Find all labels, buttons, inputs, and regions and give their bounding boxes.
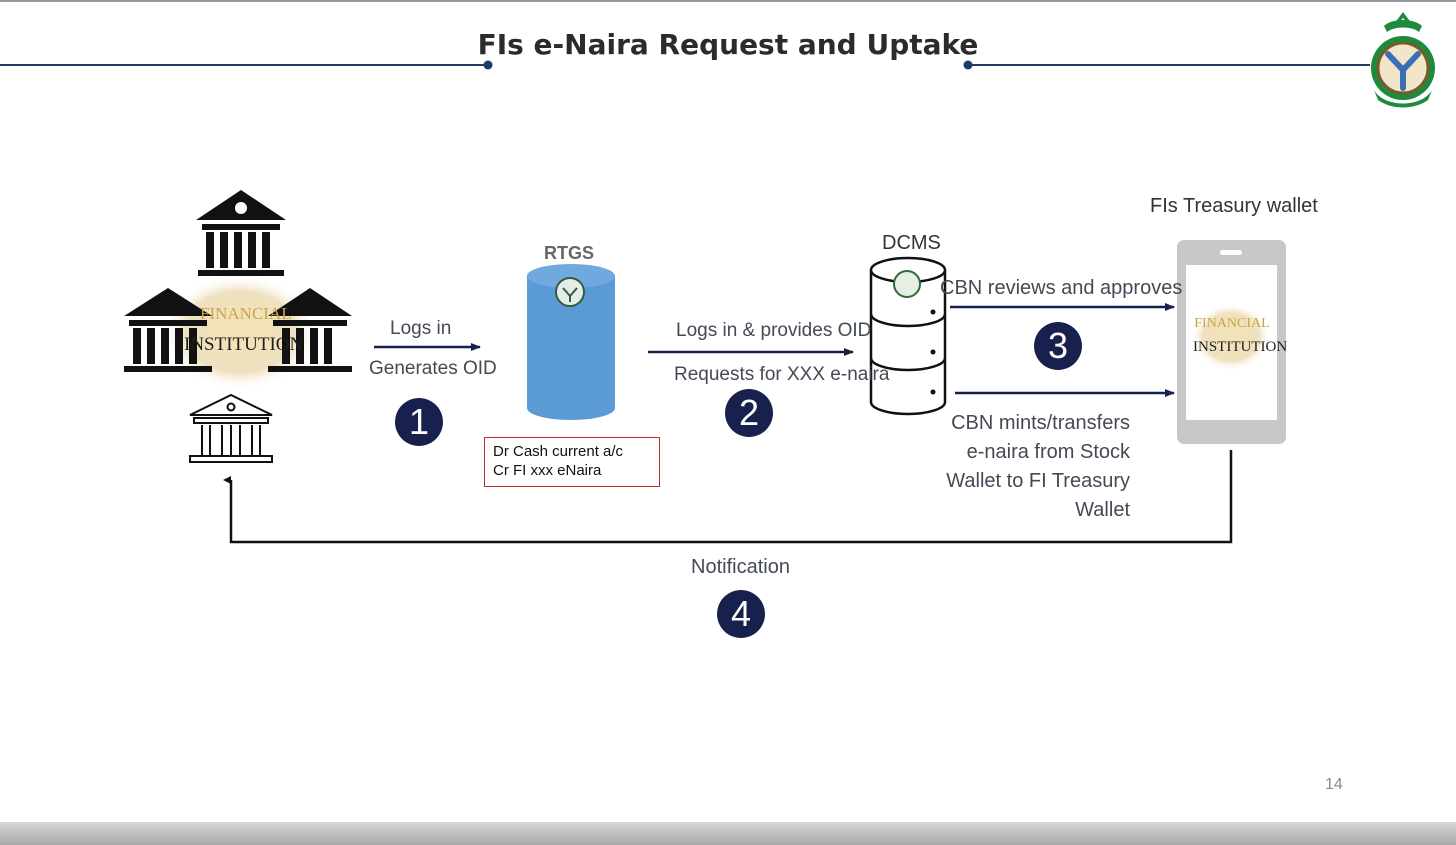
bank-building-icon — [189, 393, 273, 463]
bottom-bar — [0, 822, 1456, 845]
fi-cluster-label-top: FINANCIAL — [200, 304, 292, 323]
step-1-label-bottom: Generates OID — [369, 358, 497, 379]
step-3-badge: 3 — [1034, 322, 1082, 370]
bank-building-icon — [196, 190, 286, 276]
arrow-notification — [223, 450, 1233, 544]
step-1-badge: 1 — [395, 398, 443, 446]
wallet-label-top: FINANCIAL — [1194, 316, 1270, 331]
step-3-label: CBN reviews and approves — [940, 277, 1183, 299]
dcms-label: DCMS — [882, 232, 941, 254]
step-1-label-top: Logs in — [390, 318, 452, 339]
bank-building-icon — [268, 288, 352, 372]
header-decoration — [0, 60, 1370, 70]
step-4-label: Notification — [691, 556, 790, 578]
cbn-logo — [555, 277, 585, 307]
fi-cluster-label-bottom: INSTITUTION — [184, 334, 304, 355]
page-title: FIs e-Naira Request and Uptake — [477, 28, 979, 61]
bank-building-icon — [124, 288, 212, 372]
fi-word-cloud — [162, 274, 318, 390]
top-border — [0, 0, 1456, 2]
dcms-database-icon — [869, 256, 947, 416]
title-line-dot-left — [483, 60, 493, 70]
mint-transfer-text: CBN mints/transfers e-naira from Stock W… — [946, 412, 1130, 521]
step-2-badge: 2 — [725, 389, 773, 437]
ledger-debit: Dr Cash current a/c — [493, 443, 624, 460]
ledger-entry-box: Dr Cash current a/c Cr FI xxx eNaira — [484, 437, 660, 487]
wallet-word-cloud — [1191, 303, 1271, 371]
rtgs-database-icon — [527, 264, 615, 420]
wallet-label: FIs Treasury wallet — [1150, 195, 1318, 217]
cbn-logo — [893, 270, 921, 298]
step-4-badge: 4 — [717, 590, 765, 638]
step-2-label-bottom: Requests for XXX e-naira — [674, 364, 890, 385]
step-2-label-top: Logs in & provides OID — [676, 320, 872, 341]
ledger-credit: Cr FI xxx eNaira — [493, 462, 602, 479]
rtgs-label: RTGS — [544, 243, 595, 263]
mobile-phone-icon — [1177, 240, 1286, 444]
wallet-label-bottom: INSTITUTION — [1193, 339, 1288, 355]
title-line-dot-right — [963, 60, 973, 70]
financial-institution-cluster — [124, 190, 352, 463]
cbn-logo — [1371, 12, 1435, 108]
page-number: 14 — [1325, 776, 1343, 793]
